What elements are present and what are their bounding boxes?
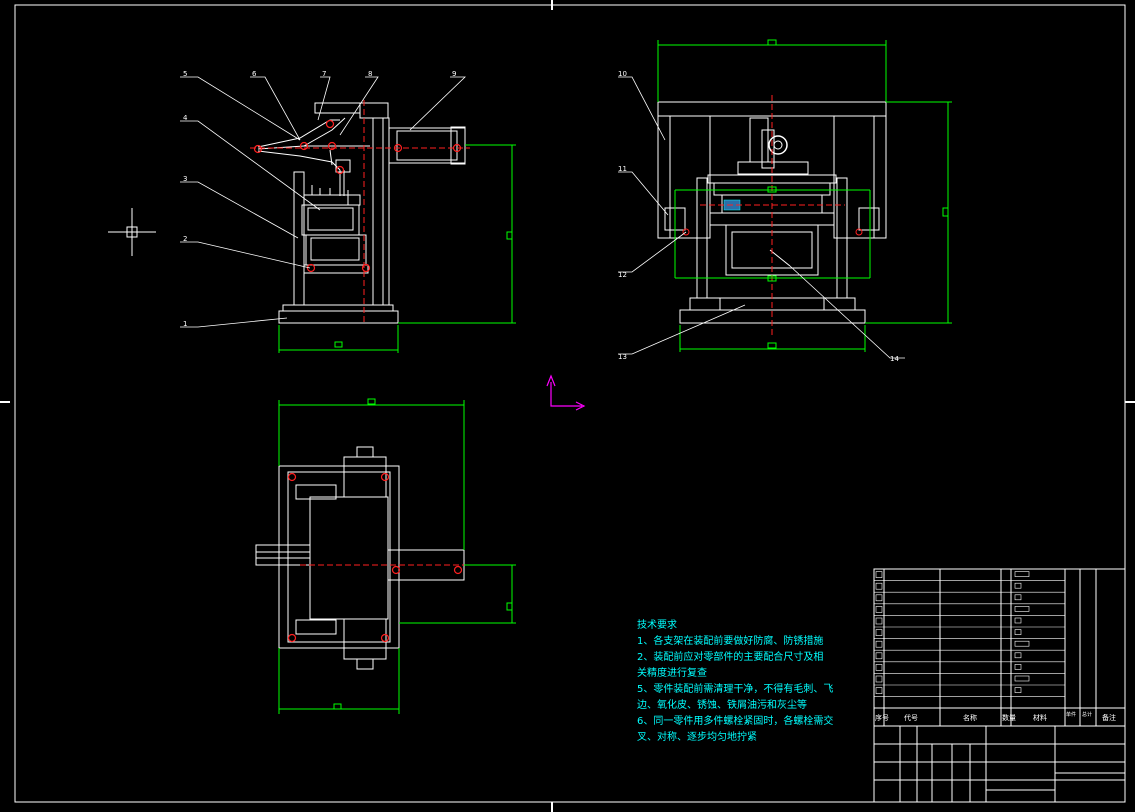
balloon-7: 7 xyxy=(322,70,326,78)
header-qty: 数量 xyxy=(1002,713,1016,722)
tech-req-title: 技术要求 xyxy=(637,620,677,631)
tech-req-line: 叉、对称、逐步均匀地拧紧 xyxy=(637,732,757,743)
drawing-border xyxy=(14,4,1126,803)
balloon-1: 1 xyxy=(183,320,187,328)
tech-req-line: 边、氧化皮、锈蚀、铁屑油污和灰尘等 xyxy=(637,700,807,711)
side-view-dimensions xyxy=(657,39,952,352)
balloon-9: 9 xyxy=(452,70,456,78)
header-material: 材料 xyxy=(1033,713,1047,722)
crosshair-cursor xyxy=(108,208,156,256)
balloon-2: 2 xyxy=(183,235,187,243)
header-remark: 备注 xyxy=(1102,713,1116,722)
top-view xyxy=(255,446,465,670)
tech-req-line: 关精度进行复查 xyxy=(637,668,707,679)
balloon-8: 8 xyxy=(368,70,372,78)
balloon-6: 6 xyxy=(252,70,257,78)
header-total: 总计 xyxy=(1082,711,1092,718)
title-block-headers: 序号 代号 名称 数量 材料 单件 总计 备注 xyxy=(875,711,1116,722)
technical-requirements: 技术要求 1、各支架在装配前要做好防腐、防锈措施 2、装配前应对零部件的主要配合… xyxy=(637,618,867,746)
tech-req-line: 6、同一零件用多件螺栓紧固时，各螺栓需交 xyxy=(637,716,834,727)
balloon-13: 13 xyxy=(618,353,627,361)
side-view-centerlines xyxy=(700,95,845,335)
header-name: 名称 xyxy=(963,713,977,722)
top-view-pins xyxy=(287,472,463,643)
front-view-dimensions xyxy=(278,144,516,353)
tech-req-line: 5、零件装配前需清理干净，不得有毛刺、飞 xyxy=(637,684,834,695)
header-unit: 单件 xyxy=(1066,711,1076,718)
header-code: 代号 xyxy=(904,713,918,722)
balloon-11: 11 xyxy=(618,165,627,173)
balloon-14: 14 xyxy=(890,355,899,363)
front-view-pins xyxy=(253,119,462,273)
ucs-icon xyxy=(546,374,586,411)
leader-lines xyxy=(180,76,905,359)
front-view-centerlines xyxy=(250,100,470,325)
balloon-10: 10 xyxy=(618,70,627,78)
tech-req-line: 1、各支架在装配前要做好防腐、防锈措施 xyxy=(637,636,824,647)
balloon-3: 3 xyxy=(183,175,187,183)
balloon-5: 5 xyxy=(183,70,187,78)
header-seq: 序号 xyxy=(875,713,889,722)
top-view-dimensions xyxy=(278,398,516,714)
title-block xyxy=(873,568,1126,803)
front-view xyxy=(257,102,466,324)
balloon-4: 4 xyxy=(183,114,188,122)
title-block-rows xyxy=(874,571,1065,697)
balloon-12: 12 xyxy=(618,271,627,279)
tech-req-line: 2、装配前应对零部件的主要配合尺寸及相 xyxy=(637,652,824,663)
